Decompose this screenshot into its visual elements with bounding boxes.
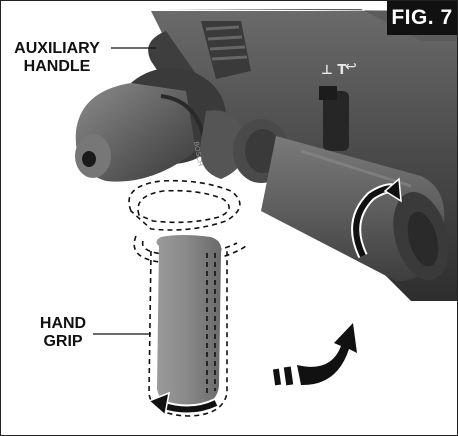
figure-label: FIG. 7	[387, 1, 457, 35]
callout-auxiliary-line1: AUXILIARY	[14, 40, 100, 57]
drill-top-cover	[161, 9, 457, 41]
mode-icons: ⊥ T	[321, 63, 347, 78]
hand-grip	[156, 235, 222, 409]
mode-arrow-icon: ↩	[345, 59, 357, 75]
callout-auxiliary-handle: AUXILIARY HANDLE	[3, 40, 111, 76]
motion-arrow	[272, 323, 357, 386]
callout-hand-grip-line1: HAND	[39, 315, 87, 332]
callout-hand-grip-line2: GRIP	[43, 333, 83, 350]
callout-auxiliary-line2: HANDLE	[23, 58, 91, 75]
callout-hand-grip: HAND GRIP	[33, 315, 93, 351]
mode-selector-knob	[323, 91, 349, 151]
